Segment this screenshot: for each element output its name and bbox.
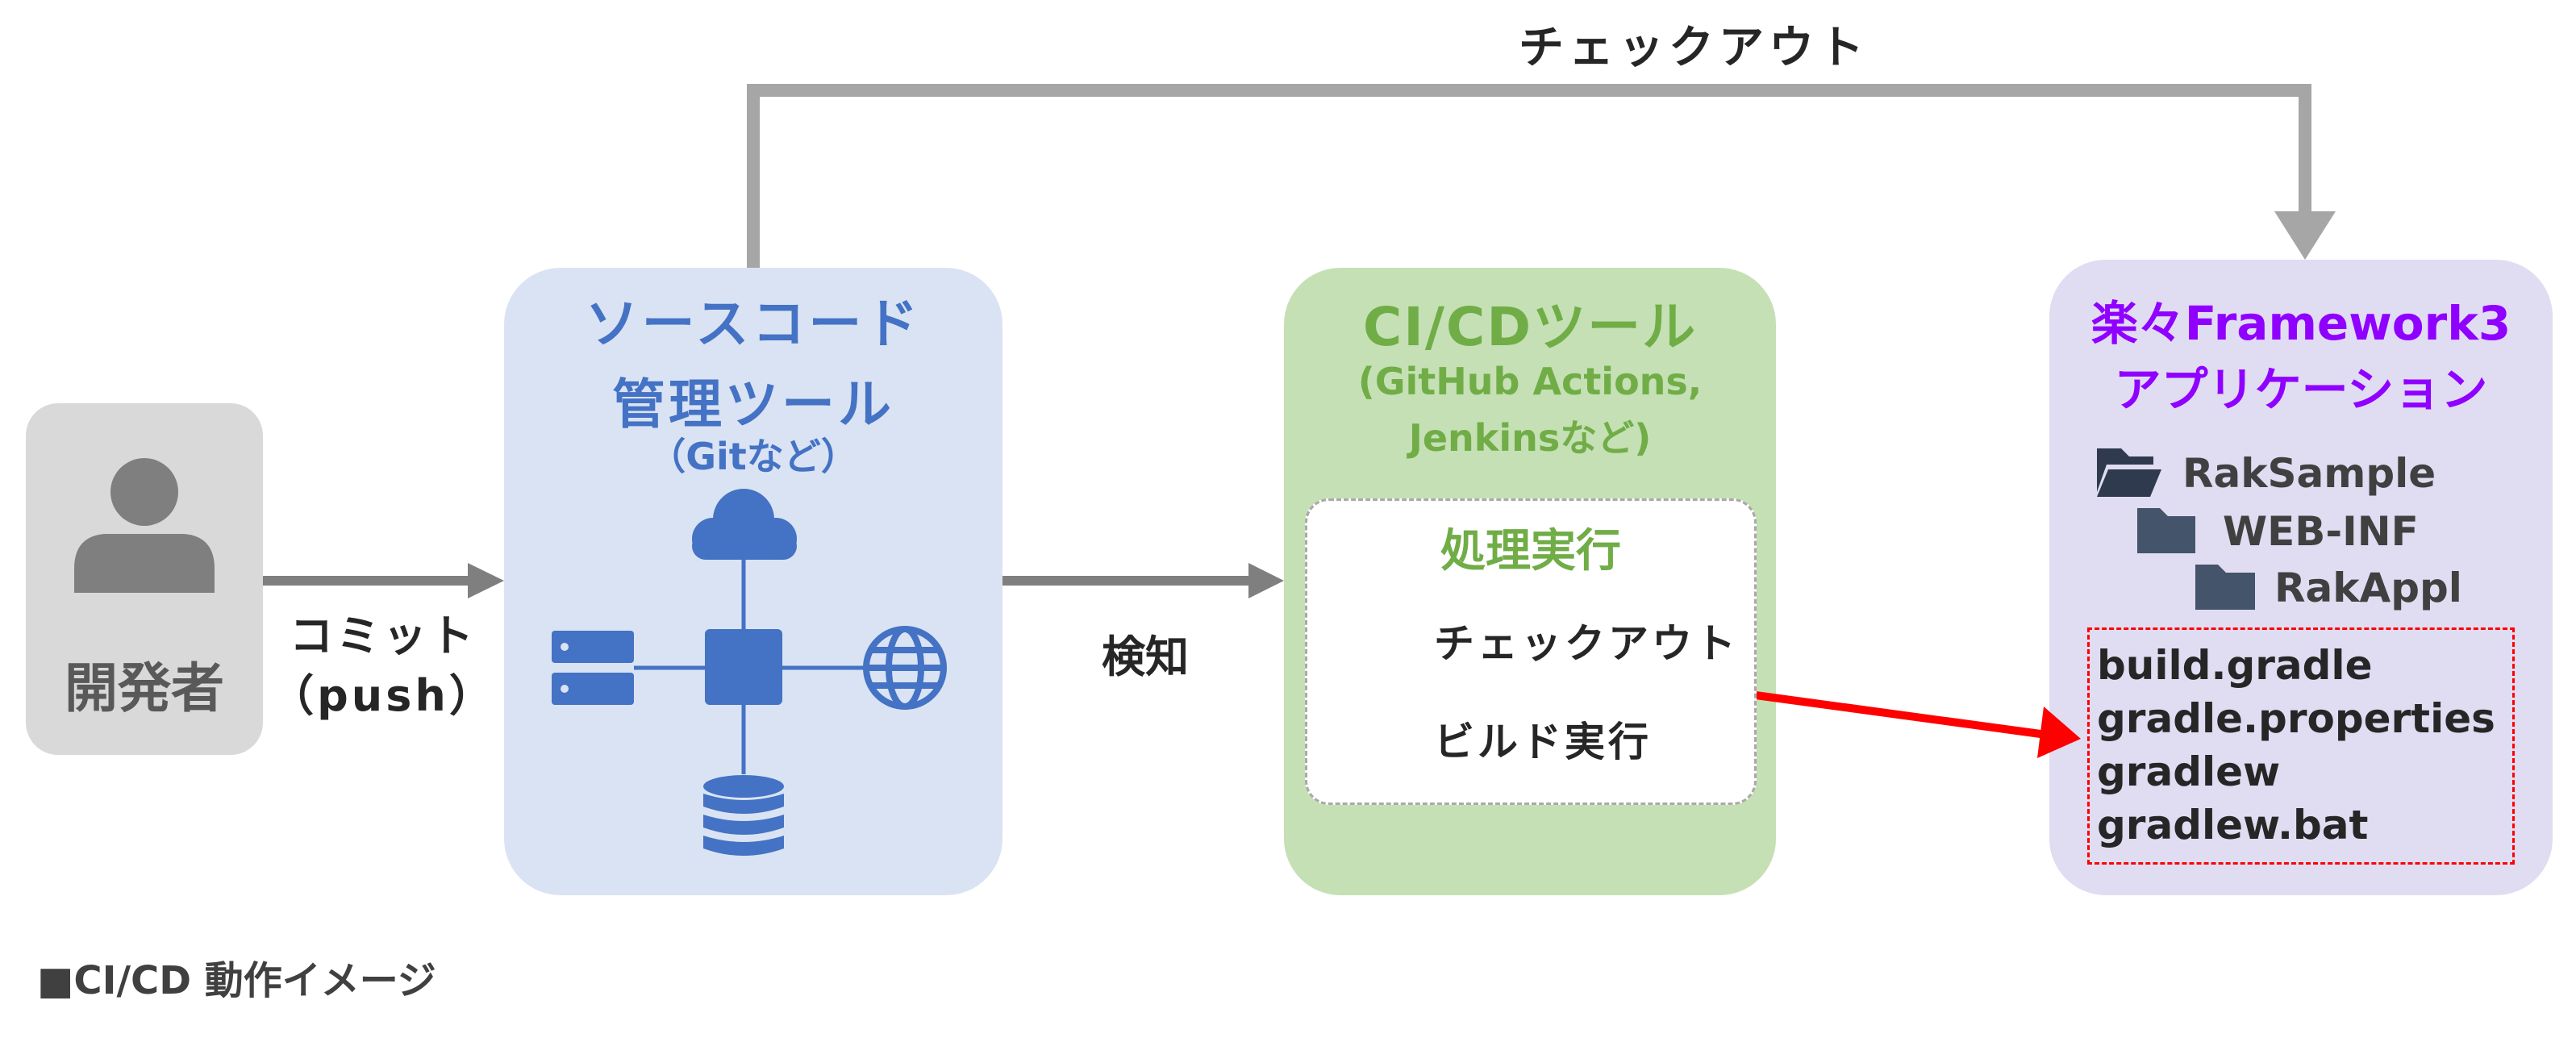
app-title-line2: アプリケーション <box>2114 362 2488 417</box>
app-title-line1: 楽々Framework3 <box>2090 296 2511 351</box>
server-icon <box>552 631 634 705</box>
file-gradlew-bat: gradlew.bat <box>2097 802 2369 848</box>
detect-arrowhead <box>1248 563 1284 598</box>
checkout-target-arrow-line <box>1743 690 2041 738</box>
ci-tool-subtitle: (GitHub Actions, Jenkinsなど) <box>1284 353 1776 466</box>
folder-icon <box>2137 508 2195 553</box>
checkout-loop-line <box>747 84 2311 268</box>
ci-subtitle-line1: (GitHub Actions, <box>1357 360 1703 403</box>
file-gradle-properties: gradle.properties <box>2097 695 2495 742</box>
file-build-gradle: build.gradle <box>2097 642 2373 689</box>
developer-label: 開発者 <box>65 657 224 719</box>
hub-icon <box>705 629 782 705</box>
gradle-file-list: build.gradle gradle.properties gradlew g… <box>2097 639 2495 852</box>
application-box <box>2049 260 2553 895</box>
folder-raksample: RakSample <box>2182 450 2436 497</box>
gradle-files-highlight <box>2087 627 2515 865</box>
detect-edge-label: 検知 <box>1102 632 1189 682</box>
folder-icon <box>2195 565 2255 610</box>
database-icon <box>703 775 784 856</box>
scm-title-line2: 管理ツール <box>612 373 894 436</box>
scm-title-line1: ソースコード <box>585 293 922 355</box>
folder-rakappl: RakAppl <box>2274 565 2462 611</box>
cloud-icon <box>692 489 797 560</box>
commit-label-line2: （push） <box>270 670 496 721</box>
commit-label-line1: コミット <box>290 611 477 661</box>
ci-subtitle-line2: Jenkinsなど) <box>1408 416 1652 460</box>
network-connector-lines <box>634 557 865 774</box>
file-gradlew: gradlew <box>2097 748 2281 795</box>
scm-tool-subtitle: （Gitなど） <box>648 435 858 478</box>
checkout-edge-label: チェックアウト <box>1519 22 1869 74</box>
folder-open-icon <box>2097 448 2161 497</box>
checkout-target-arrowhead <box>2037 707 2081 758</box>
checkout-loop-arrowhead <box>2274 211 2336 260</box>
ci-tool-title: CI/CDツール <box>1362 296 1698 358</box>
globe-icon <box>863 626 947 710</box>
commit-edge-label: コミット （push） <box>266 607 500 726</box>
folder-web-inf: WEB-INF <box>2223 508 2419 555</box>
step-checkout-label: チェックアウト <box>1434 620 1739 667</box>
process-title: 処理実行 <box>1440 525 1621 577</box>
commit-arrowhead <box>468 563 504 598</box>
step-build-label: ビルド実行 <box>1434 719 1652 765</box>
diagram-caption: ■CI/CD 動作イメージ <box>37 958 436 1003</box>
person-icon <box>74 458 215 593</box>
application-title: 楽々Framework3 アプリケーション <box>2049 290 2553 423</box>
process-panel <box>1305 498 1757 805</box>
scm-tool-title: ソースコード 管理ツール <box>504 284 1002 445</box>
